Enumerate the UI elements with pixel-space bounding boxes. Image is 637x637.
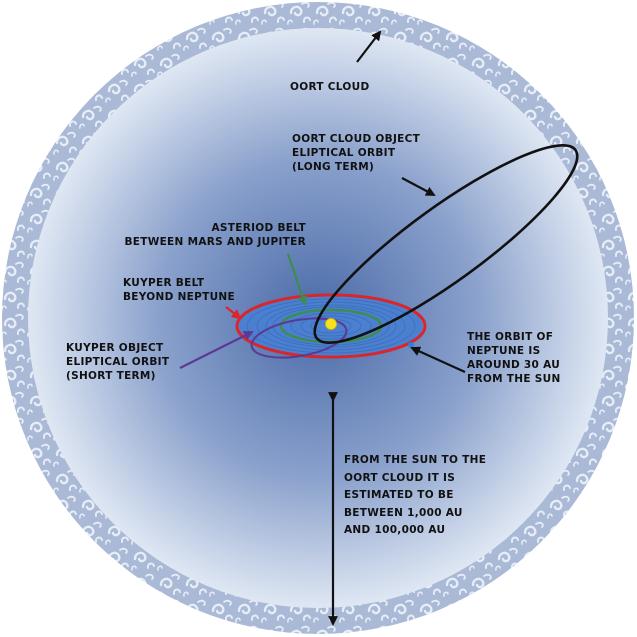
kuyper-belt-line: BEYOND NEPTUNE	[123, 291, 235, 303]
kuyper-object-line: ELIPTICAL ORBIT	[66, 356, 170, 368]
distance-line: BETWEEN 1,000 AU	[344, 506, 463, 519]
distance-label: FROM THE SUN TO THE OORT CLOUD IT IS EST…	[344, 452, 486, 540]
asteroid-belt-label: ASTERIOD BELT BETWEEN MARS AND JUPITER	[90, 221, 306, 249]
oort-object-label: OORT CLOUD OBJECT ELIPTICAL ORBIT (LONG …	[292, 132, 420, 174]
kuyper-object-orbit	[250, 317, 348, 359]
kuyper-object-label: KUYPER OBJECT ELIPTICAL ORBIT (SHORT TER…	[66, 341, 169, 383]
kuyper-belt	[235, 293, 427, 359]
distance-line: AND 100,000 AU	[344, 524, 446, 536]
kuyper-belt-line: KUYPER BELT	[123, 277, 205, 289]
distance-line: OORT CLOUD IT IS	[344, 471, 456, 484]
oort-cloud-label: OORT CLOUD	[290, 81, 370, 93]
neptune-orbit-arrow	[410, 346, 466, 374]
neptune-orbit-line: THE ORBIT OF	[467, 331, 554, 343]
oort-object-arrow	[401, 177, 436, 196]
asteroid-belt-line: BETWEEN MARS AND JUPITER	[124, 236, 306, 248]
kuyper-belt-label: KUYPER BELT BEYOND NEPTUNE	[123, 276, 235, 304]
asteroid-belt-line: ASTERIOD BELT	[211, 222, 306, 234]
neptune-orbit-label: THE ORBIT OF NEPTUNE IS AROUND 30 AU FRO…	[467, 330, 561, 386]
oort-object-line: (LONG TERM)	[292, 161, 375, 173]
neptune-planet-icon	[408, 342, 414, 348]
kuyper-object-line: KUYPER OBJECT	[66, 342, 164, 354]
sun-icon	[325, 318, 337, 330]
oort-object-line: ELIPTICAL ORBIT	[292, 147, 396, 159]
distance-line: FROM THE SUN TO THE	[344, 454, 487, 466]
oort-cloud-arrow	[356, 30, 382, 63]
distance-line: ESTIMATED TO BE	[344, 489, 454, 501]
oort-object-orbit	[313, 144, 579, 344]
kuyper-object-line: (SHORT TERM)	[66, 370, 156, 382]
kuyper-object-arrow	[179, 331, 254, 369]
neptune-orbit-line: AROUND 30 AU	[467, 359, 561, 371]
oort-object-line: OORT CLOUD OBJECT	[292, 133, 421, 145]
neptune-orbit-line: FROM THE SUN	[467, 373, 561, 385]
kuyper-belt-arrow	[225, 306, 242, 320]
asteroid-belt-arrow	[286, 253, 308, 306]
neptune-orbit-line: NEPTUNE IS	[467, 345, 541, 357]
